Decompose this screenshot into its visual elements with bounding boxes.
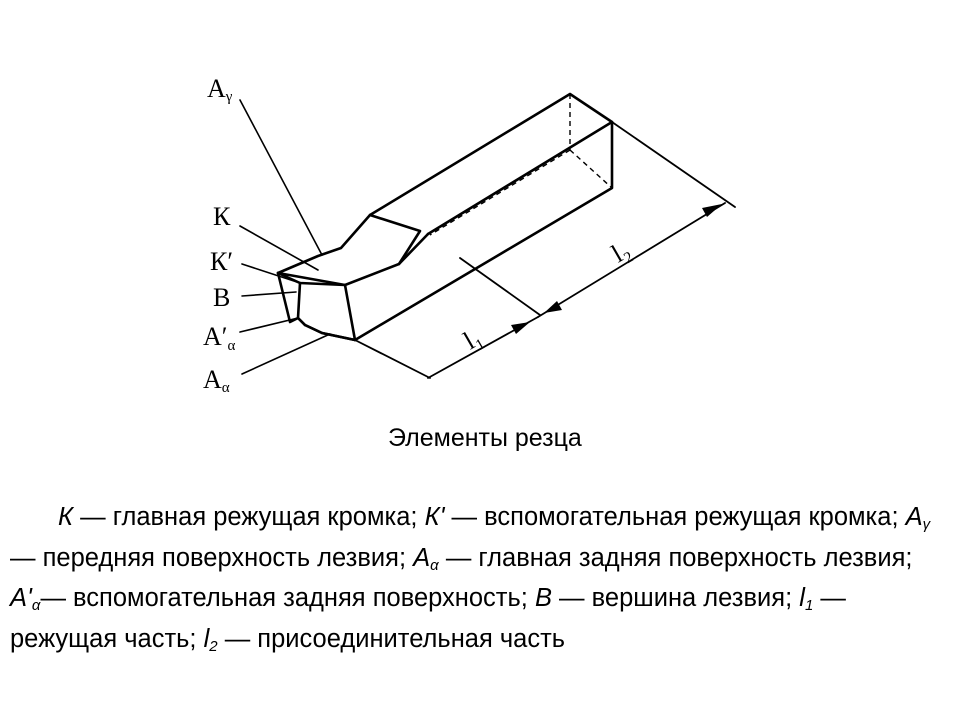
desc-k-prime: — вспомогательная режущая кромка; bbox=[444, 503, 906, 531]
sub-a-alpha-prime: α bbox=[31, 597, 41, 614]
desc-b: — вершина лезвия; bbox=[551, 584, 800, 612]
shank-side-edge bbox=[397, 232, 430, 266]
sym-l1: l bbox=[799, 584, 805, 612]
leader-b bbox=[241, 291, 297, 297]
desc-l1: — режущая часть; bbox=[10, 584, 846, 653]
dimension-line-l2 bbox=[537, 202, 726, 318]
desc-k: — главная режущая кромка; bbox=[73, 503, 425, 531]
rake-face bbox=[276, 213, 422, 287]
figure-caption: Элементы резца bbox=[388, 424, 582, 452]
extension-line-mid bbox=[459, 257, 541, 316]
sub-l2: 2 bbox=[209, 637, 218, 655]
label-l2: l₂ bbox=[607, 235, 636, 268]
leader-k-prime bbox=[241, 263, 301, 284]
label-a-alpha: Aα bbox=[203, 365, 230, 396]
tip-edge bbox=[296, 281, 307, 327]
label-k: К bbox=[213, 202, 231, 231]
arrow-l2-end bbox=[702, 204, 722, 217]
cutting-tool-diagram: Aγ К К′ В A′α Aα l₁ l₂ bbox=[203, 74, 736, 396]
desc-a-gamma: — передняя поверхность лезвия; bbox=[10, 543, 414, 572]
leader-a-alpha bbox=[241, 333, 331, 375]
label-l1: l₁ bbox=[459, 322, 488, 355]
leader-a-alpha-prime bbox=[239, 317, 299, 333]
sym-a-alpha: A bbox=[413, 543, 431, 572]
legend-text: К — главная режущая кромка; К' — вспомог… bbox=[10, 497, 940, 659]
shank-top-edge bbox=[368, 92, 614, 236]
label-k-prime: К′ bbox=[210, 247, 233, 276]
sym-a-alpha-prime: A' bbox=[10, 584, 32, 612]
sym-a-gamma: A bbox=[905, 503, 923, 531]
tip-base bbox=[303, 323, 357, 342]
leader-a-gamma bbox=[239, 99, 323, 256]
sym-l2: l bbox=[203, 624, 210, 653]
label-b: В bbox=[213, 283, 230, 312]
sym-k: К bbox=[58, 503, 74, 531]
desc-a-alpha-prime: — вспомогательная задняя поверхность; bbox=[40, 584, 535, 612]
sub-a-gamma: γ bbox=[922, 516, 931, 533]
sym-k-prime: К' bbox=[424, 503, 445, 531]
arrow-l1-end bbox=[511, 322, 530, 334]
sub-a-alpha: α bbox=[430, 556, 439, 574]
shank-front-edge bbox=[353, 120, 614, 342]
sub-l1: 1 bbox=[804, 597, 814, 614]
desc-l2: — присоединительная часть bbox=[217, 624, 566, 653]
leader-k bbox=[239, 225, 319, 271]
hidden-edge-bottom bbox=[569, 149, 613, 189]
label-a-alpha-prime: A′α bbox=[203, 322, 235, 354]
sym-b: В bbox=[534, 584, 552, 612]
extension-line-end bbox=[611, 121, 736, 208]
arrow-l2-start bbox=[544, 301, 562, 313]
extension-line-tip bbox=[354, 339, 431, 379]
desc-a-alpha: — главная задняя поверхность лезвия; bbox=[438, 543, 913, 572]
label-a-gamma: Aγ bbox=[207, 74, 233, 105]
hidden-edge-long bbox=[429, 149, 571, 236]
